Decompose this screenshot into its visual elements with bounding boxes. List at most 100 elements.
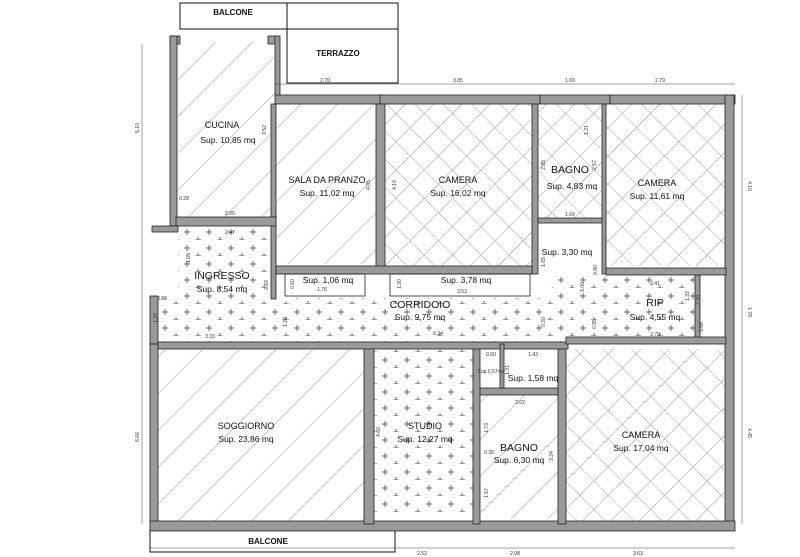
bagno2-fill (480, 395, 558, 519)
room-ingresso-name: INGRESSO (194, 270, 249, 282)
dim-cam2-w: 2.41 (650, 281, 660, 287)
walls (149, 35, 736, 532)
room-camera3-area: Sup. 17,04 mq (613, 443, 669, 453)
room-studio-name: STUDIO (408, 421, 442, 431)
dim-cam1-h: 4.10 (392, 180, 398, 190)
dim-bot-2: 2.08 (510, 551, 520, 557)
ingresso-fill (178, 226, 271, 298)
dim-top-1: 2.70 (320, 78, 330, 84)
balcone-bottom: BALCONE (149, 529, 396, 553)
room-corridoio-area: Sup. 9,75 mq (395, 312, 446, 322)
dim-sm11: 0.68 (699, 322, 705, 332)
room-corridoio-name: CORRIDOIO (390, 299, 451, 311)
room-sala-name: SALA DA PRANZO (288, 175, 365, 185)
dim-bagno-w: 1.69 (565, 212, 575, 218)
dim-cor-w2: 6.34 (433, 331, 443, 337)
dim-top-2: 3.85 (453, 78, 463, 84)
dim-ing-h2: 2.69 (264, 280, 270, 290)
room-camera3-name: CAMERA (622, 430, 661, 440)
dim-rip-h: 1.32 (685, 291, 691, 301)
terrazzo-label: TERRAZZO (316, 49, 360, 58)
dim-top-3: 1.69 (565, 78, 575, 84)
hall-area: Sup. 3,30 mq (542, 247, 593, 257)
dim-sm13: 1.20 (397, 279, 403, 289)
room-cucina-name: CUCINA (205, 120, 240, 130)
dim-sm5: 3.00 (580, 282, 586, 292)
cucina-fill (178, 42, 275, 217)
sala-fill (276, 104, 376, 264)
room-rip-name: RIP (646, 297, 664, 309)
studio-fill (374, 349, 473, 514)
dim-ing-w: 2.47 (225, 230, 235, 236)
balcone-top: BALCONE (179, 2, 288, 30)
dim-bot-1: 2.52 (417, 551, 427, 557)
room-camera1-name: CAMERA (439, 175, 478, 185)
closet1-area: Sup. 1,06 mq (303, 275, 354, 285)
camera1-fill (385, 104, 532, 266)
room-ingresso-area: Sup. 8,54 mq (197, 284, 248, 294)
dim-bagno-h1: 1.21 (584, 125, 590, 135)
room-bagno2-area: Sup. 6,30 mq (494, 455, 545, 465)
dim-bagno-h2: 2.85 (541, 160, 547, 170)
room-bagno1-area: Sup. 4,83 mq (547, 181, 598, 191)
room-labels: CUCINA Sup. 10,85 mq SALA DA PRANZO Sup.… (194, 120, 684, 465)
dim-studio-h: 4.60 (376, 427, 382, 437)
balcone-bottom-label: BALCONE (248, 537, 288, 546)
dim-bot-3: 3.63 (633, 551, 643, 557)
room-camera2-area: Sup. 11,61 mq (630, 191, 685, 201)
dim-sm3: 0.95 (592, 319, 598, 329)
dim-cucina-w: 2.05 (225, 211, 235, 217)
dim-left-1: 5.10 (135, 123, 141, 133)
camera3-fill (566, 349, 724, 521)
dim-cor-h1: 1.34 (153, 313, 159, 323)
dimension-lines (141, 44, 743, 549)
dim-rip-w: 2.79 (650, 332, 660, 338)
dim-sm1: 0.28 (179, 196, 189, 202)
corridoio-fill (152, 275, 606, 344)
dim-tiny-w: 0.60 (486, 352, 496, 358)
dim-wc-w: 1.42 (528, 352, 538, 358)
bagno1-fill (538, 104, 602, 220)
room-bagno2-name: BAGNO (500, 442, 538, 454)
dim-bagno-h3: 2.57 (592, 160, 598, 170)
camera2-fill (605, 104, 725, 266)
room-rip-area: Sup. 4,55 mq (630, 312, 681, 322)
dim-sm8: 1.73 (484, 423, 490, 433)
dim-sala-h: 4.05 (366, 180, 372, 190)
dim-ing-h: 1.65 (186, 253, 192, 263)
room-cucina-area: Sup. 10,85 mq (200, 135, 256, 145)
terrazzo: TERRAZZO (286, 2, 399, 84)
wc-area: Sup. 1,58 mq (508, 373, 559, 383)
dim-sm14: 1.65 (541, 257, 547, 267)
dim-top-4: 2.79 (655, 78, 665, 84)
dim-sm12: 0.60 (290, 279, 296, 289)
dim-cl1-w: 1.76 (317, 287, 327, 293)
dim-left-2: 6.66 (135, 432, 141, 442)
room-soggiorno-name: SOGGIORNO (218, 421, 275, 431)
dim-cucina-h: 3.52 (262, 125, 268, 135)
room-fills (152, 42, 725, 523)
rip-fill (606, 275, 695, 337)
dim-right-1: 4.10 (746, 181, 752, 191)
dim-sm15: 2.20 (696, 295, 702, 305)
tiny-area: Sup.0,57mq (478, 369, 505, 375)
room-soggiorno-area: Sup. 23,86 mq (218, 434, 274, 444)
room-studio-area: Sup. 12,27 mq (397, 434, 453, 444)
dim-sm6: 0.80 (593, 265, 599, 275)
dimension-labels: 2.70 3.85 1.69 2.79 2.52 2.08 3.63 5.10 … (135, 78, 752, 557)
dim-bagno2-w: 2.02 (515, 400, 525, 406)
dim-cor-h2: 1.20 (283, 317, 289, 327)
dim-sm9: 1.31 (505, 365, 511, 375)
dim-right-2: 1.78 (746, 307, 752, 317)
dim-sm4: 0.20 (541, 317, 547, 327)
balcone-top-label: BALCONE (213, 8, 253, 17)
dim-sm2: 0.88 (157, 296, 167, 302)
soggiorno-fill (158, 349, 364, 523)
dim-sm10: 0.35 (484, 450, 494, 456)
dim-right-3: 4.45 (746, 428, 752, 438)
dim-cl2-w: 3.53 (457, 289, 467, 295)
room-camera2-name: CAMERA (638, 178, 677, 188)
room-bagno1-name: BAGNO (551, 164, 589, 176)
dim-bagno2-h: 3.24 (549, 451, 555, 461)
